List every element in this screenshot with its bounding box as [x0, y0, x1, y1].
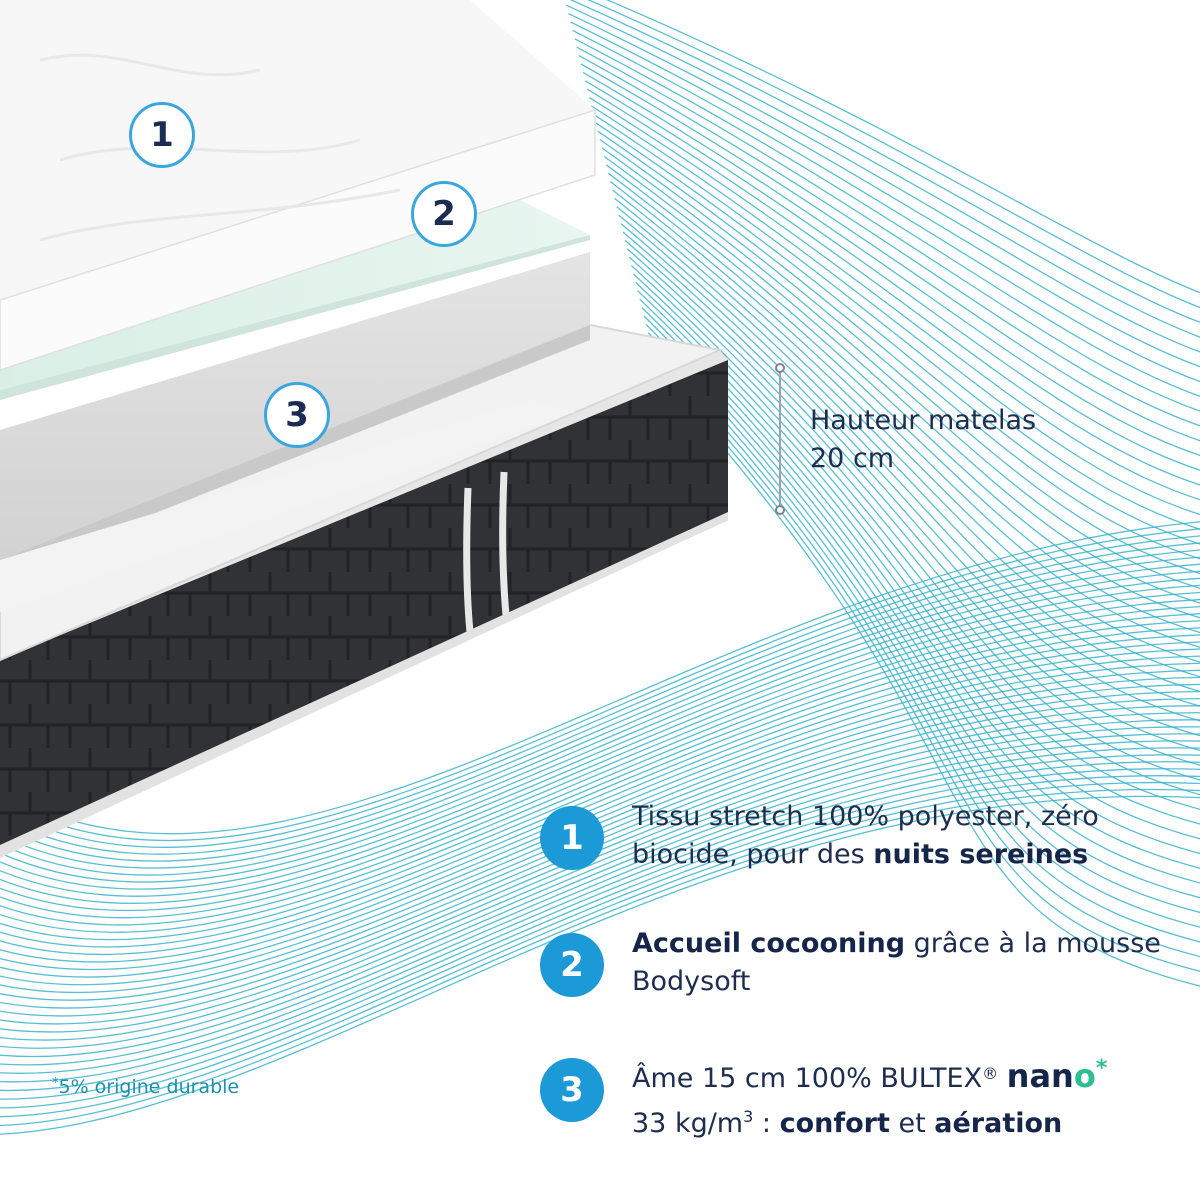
layer-marker-3: 3 — [264, 382, 330, 448]
feature-2-text: Accueil cocooning grâce à la mousse Body… — [632, 925, 1192, 1001]
feature-3-line-1-plain: Âme 15 cm 100% BULTEX — [632, 1063, 982, 1094]
nano-asterisk: * — [1096, 1056, 1108, 1081]
feature-2-line-1-plain: grâce à la mousse — [905, 928, 1161, 959]
feature-3-badge: 3 — [540, 1058, 604, 1122]
feature-1-line-2: biocide, pour des nuits sereines — [632, 836, 1192, 874]
wave-line — [560, 0, 1200, 300]
height-label: Hauteur matelas 20 cm — [810, 402, 1036, 478]
feature-3-line-1: Âme 15 cm 100% BULTEX® nano* — [632, 1050, 1192, 1098]
wave-line — [571, 22, 1200, 374]
feature-3-bold-confort: confort — [780, 1108, 890, 1139]
feature-3-text: Âme 15 cm 100% BULTEX® nano* 33 kg/m3 : … — [632, 1050, 1192, 1143]
feature-2-line-2: Bodysoft — [632, 963, 1192, 1001]
wave-line — [568, 14, 1200, 359]
feature-2-line-1-bold: Accueil cocooning — [632, 928, 905, 959]
feature-3-density: 33 kg/m — [632, 1108, 743, 1139]
feature-3-connector: et — [890, 1108, 934, 1139]
feature-3-separator: : — [753, 1108, 779, 1139]
nano-brand-o: o — [1074, 1057, 1096, 1095]
registered-mark: ® — [982, 1064, 998, 1083]
nano-brand-nan: nan — [1007, 1057, 1074, 1095]
height-label-value: 20 cm — [810, 440, 1036, 478]
feature-3-line-2: 33 kg/m3 : confort et aération — [632, 1098, 1192, 1143]
layer-marker-1: 1 — [129, 102, 195, 168]
feature-1-badge: 1 — [540, 806, 604, 870]
feature-2-line-1: Accueil cocooning grâce à la mousse — [632, 925, 1192, 963]
wave-line — [573, 30, 1200, 388]
footnote: *5% origine durable — [52, 1076, 239, 1098]
footnote-text: 5% origine durable — [59, 1076, 240, 1098]
feature-2-badge: 2 — [540, 933, 604, 997]
feature-3-bold-aeration: aération — [934, 1108, 1062, 1139]
height-label-title: Hauteur matelas — [810, 402, 1036, 440]
feature-1-line-1: Tissu stretch 100% polyester, zéro — [632, 798, 1192, 836]
layer-marker-2: 2 — [411, 181, 477, 247]
cubed-superscript: 3 — [743, 1107, 753, 1126]
nano-brand: nano — [1007, 1057, 1096, 1095]
feature-1-text: Tissu stretch 100% polyester, zéro bioci… — [632, 798, 1192, 874]
feature-1-line-2-plain: biocide, pour des — [632, 839, 873, 870]
feature-1-line-2-bold: nuits sereines — [873, 839, 1088, 870]
